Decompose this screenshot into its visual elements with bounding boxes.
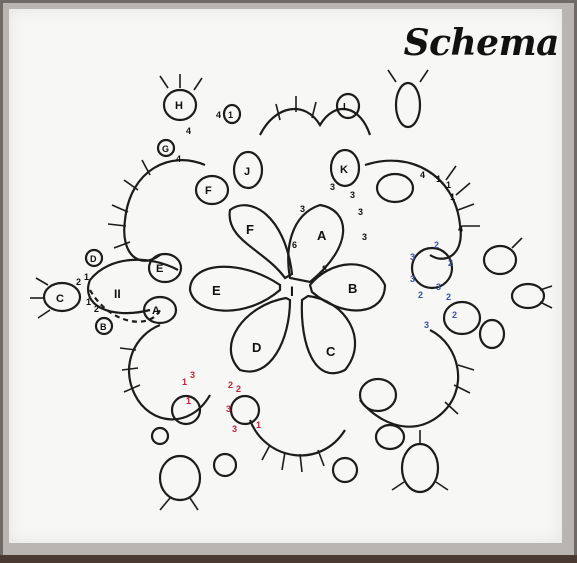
stitch-count-label: 4 — [186, 126, 191, 136]
stitch-count-label: 2 — [448, 258, 453, 268]
stitch-count-label: 1 — [228, 110, 233, 120]
stitch-count-label: 3 — [436, 282, 441, 292]
stitch-count-label: 2 — [446, 292, 451, 302]
stitch-count-label: 2 — [76, 277, 81, 287]
stitch-count-label: 1 — [436, 174, 441, 184]
outer-label-e: E — [156, 263, 163, 275]
stitch-count-label: 1 — [182, 377, 187, 387]
outer-label-a: A — [152, 305, 160, 317]
stitch-count-label: 2 — [434, 240, 439, 250]
stitch-count-label: 3 — [226, 404, 231, 414]
ring-label-e: E — [212, 283, 221, 298]
outer-label-f: F — [205, 185, 212, 197]
stitch-count-label: 1 — [86, 297, 91, 307]
stitch-count-label: 3 — [362, 232, 367, 242]
outer-label-l: L — [343, 102, 349, 113]
ring-labels: I A B C D E F F J K E A H G L D B C II — [56, 100, 357, 359]
stitch-count-label: 3 — [330, 182, 335, 192]
stitch-count-label: 4 — [216, 110, 221, 120]
stitch-count-label: 1 — [446, 180, 451, 190]
center-label: I — [290, 283, 294, 299]
stitch-count-label: 3 — [410, 274, 415, 284]
stitch-count-label: 4 — [458, 224, 463, 234]
stitch-count-label: 8 — [322, 264, 327, 274]
ring-c — [302, 296, 355, 373]
outer-label-d: D — [90, 254, 97, 264]
stitch-count-label: 2 — [94, 304, 99, 314]
stitch-count-label: 3 — [300, 204, 305, 214]
ring-label-d: D — [252, 340, 261, 355]
stitch-count-label: 2 — [228, 380, 233, 390]
stitch-count-label: 3 — [190, 370, 195, 380]
stitch-count-label: 3 — [350, 190, 355, 200]
stitch-count-label: 1 — [84, 272, 89, 282]
stitch-count-label: 1 — [450, 192, 455, 202]
stitch-count-label: 2 — [418, 290, 423, 300]
stitch-count-label: 4 — [176, 154, 181, 164]
outer-label-b: B — [100, 322, 107, 332]
stitch-counts: 4 4 4 4 3 3 3 3 6 8 1 2 1 2 1 3 4 1 1 1 … — [76, 110, 463, 434]
stitch-count-label: 1 — [186, 396, 191, 406]
chain-label-ii: II — [114, 287, 121, 301]
outer-label-k: K — [340, 164, 348, 176]
outer-label-g: G — [162, 144, 169, 154]
stitch-count-label: 3 — [232, 424, 237, 434]
ring-label-c: C — [326, 344, 336, 359]
ring-label-a: A — [317, 228, 327, 243]
stitch-count-label: 2 — [236, 384, 241, 394]
stitch-count-label: 6 — [292, 240, 297, 250]
stitch-count-label: 1 — [256, 420, 261, 430]
stitch-count-label: 3 — [410, 252, 415, 262]
stitch-count-label: 3 — [424, 320, 429, 330]
stitch-count-label: 4 — [420, 170, 425, 180]
ring-label-b: B — [348, 281, 357, 296]
ring-label-f: F — [246, 222, 254, 237]
outer-label-h: H — [175, 100, 183, 112]
outer-label-j: J — [244, 166, 250, 178]
outer-label-c: C — [56, 293, 64, 305]
stitch-count-label: 3 — [358, 207, 363, 217]
stitch-count-label: 2 — [452, 310, 457, 320]
